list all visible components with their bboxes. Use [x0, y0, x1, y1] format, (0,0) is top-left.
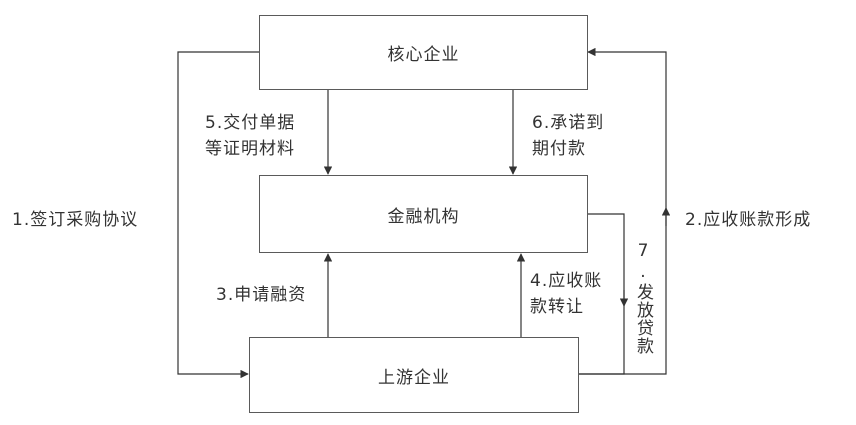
- edge-1-text: 1.签订采购协议: [12, 210, 139, 230]
- edge-1-line: [177, 51, 259, 379]
- edge-3-text: 3.申请融资: [216, 285, 307, 305]
- node-core-label: 核心企业: [387, 45, 460, 65]
- node-upstream-enterprise: 上游企业: [249, 337, 579, 413]
- edge-1-label: 1.签订采购协议: [12, 207, 138, 233]
- node-financial-institution: 金融机构: [259, 175, 588, 253]
- edge-6-label: 6.承诺到 期付款: [532, 110, 604, 162]
- edge-7-label: 7.发放贷款: [632, 241, 654, 355]
- edge-4-text-line2: 款转让: [530, 297, 584, 317]
- edge-5-label: 5.交付单据 等证明材料: [205, 110, 295, 162]
- edge-2-text: 2.应收账款形成: [685, 210, 812, 230]
- edge-5-text-line1: 5.交付单据: [205, 113, 296, 133]
- edge-7-text: 7.发放贷款: [633, 241, 653, 355]
- node-upstream-label: 上游企业: [378, 367, 450, 388]
- edge-2-label: 2.应收账款形成: [685, 207, 811, 233]
- edge-4-label: 4.应收账 款转让: [530, 268, 602, 320]
- edge-3-label: 3.申请融资: [216, 282, 306, 308]
- edge-6-text-line1: 6.承诺到: [532, 113, 605, 133]
- edge-4-text-line1: 4.应收账: [530, 271, 603, 291]
- edge-6-text-line2: 期付款: [532, 139, 586, 159]
- node-finance-label: 金融机构: [387, 206, 460, 227]
- edge-5-text-line2: 等证明材料: [205, 139, 295, 159]
- node-core-enterprise: 核心企业: [259, 15, 588, 90]
